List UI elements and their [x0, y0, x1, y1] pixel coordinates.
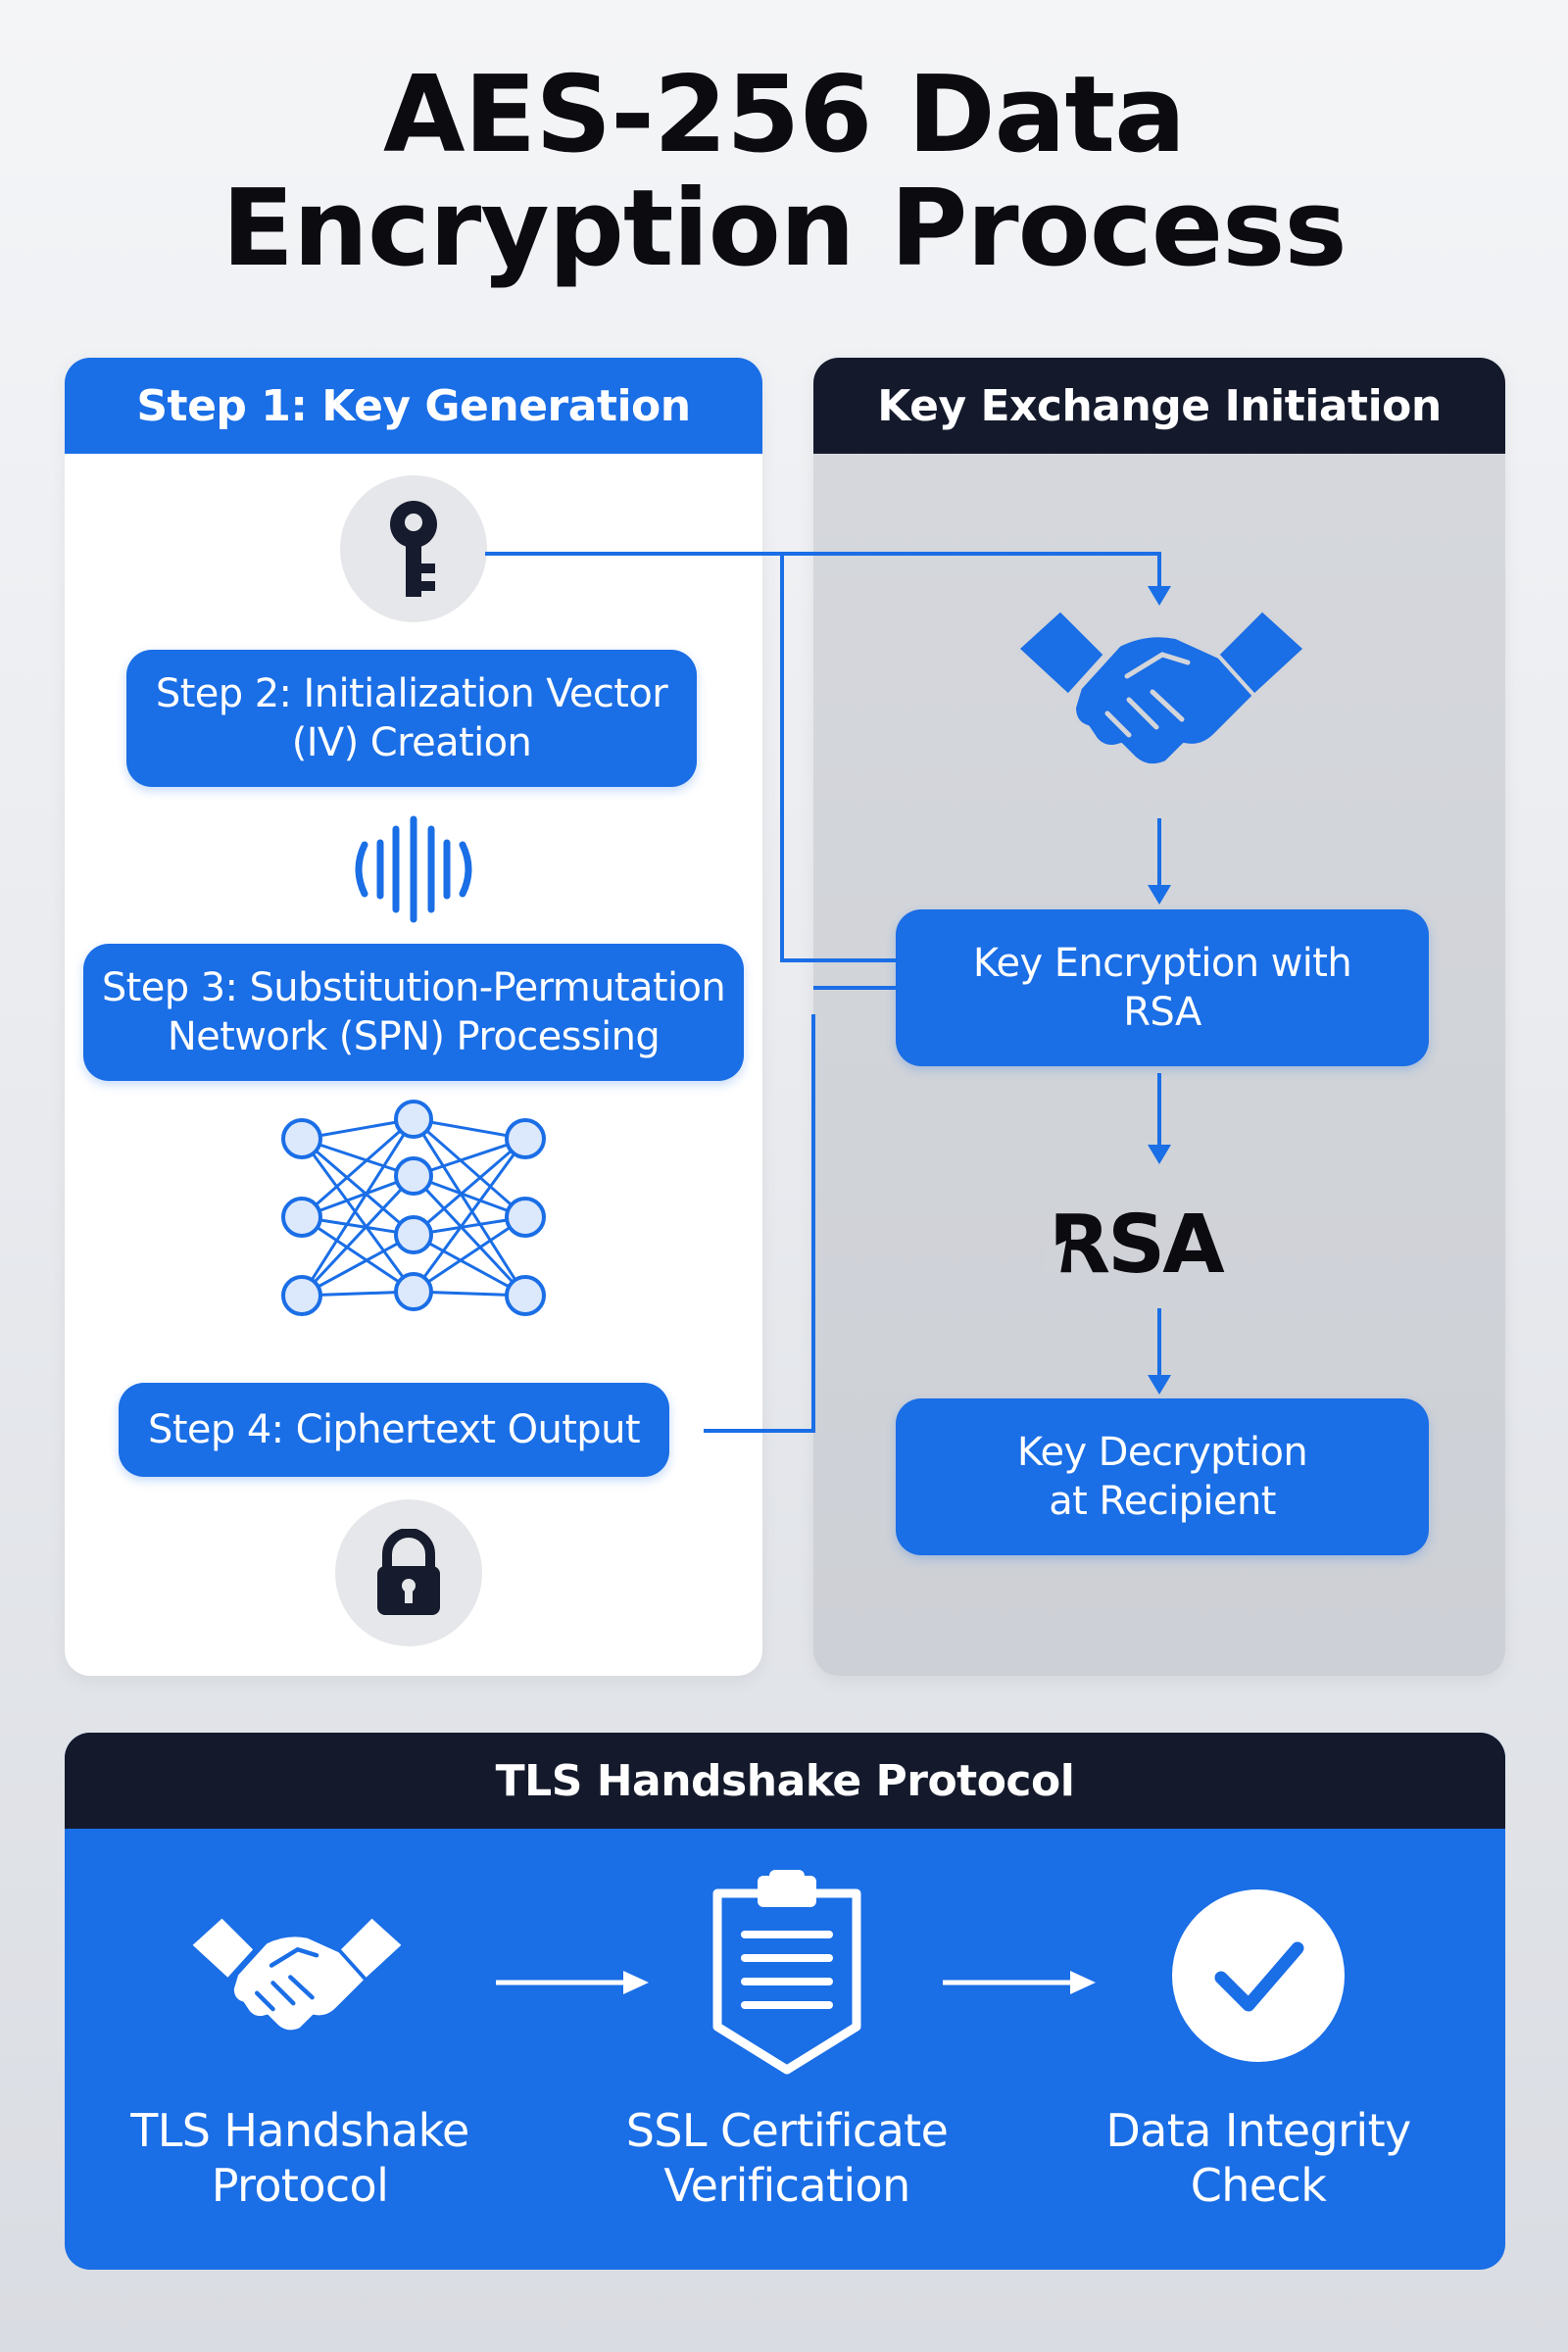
flow-connectors: [485, 552, 1171, 1433]
tls-item-1-line-1: TLS Handshake: [130, 2104, 469, 2157]
key-exchange-header: Key Exchange Initiation: [813, 358, 1505, 454]
step-3-line-1: Step 3: Substitution-Permutation: [101, 965, 726, 1010]
step-2-line-1: Step 2: Initialization Vector: [155, 671, 668, 716]
tls-item-3-line-2: Check: [1190, 2159, 1327, 2212]
key-generation-header: Step 1: Key Generation: [65, 358, 762, 454]
connector-key-to-handshake: [485, 552, 1161, 588]
key-exchange-panel: Key Exchange Initiation Key Encryption w…: [813, 358, 1505, 1676]
key-encryption-rsa-box: Key Encryption with RSA: [896, 909, 1429, 1066]
title-line-1: AES-256 Data: [382, 54, 1186, 176]
tls-arrow-1: [496, 1971, 649, 1994]
neural-network-icon: [278, 1100, 549, 1335]
tls-handshake-section: TLS Handshake Protocol: [65, 1733, 1505, 2270]
tls-item-2-line-2: Verification: [663, 2159, 910, 2212]
arrowhead-1: [1148, 586, 1171, 606]
arrowhead-4: [1148, 1375, 1171, 1395]
page-title: AES-256 Data Encryption Process: [0, 59, 1568, 286]
clipboard-certificate-icon: [704, 1870, 870, 2076]
arrowhead-3: [1148, 1145, 1171, 1164]
tls-item-3-line-1: Data Integrity: [1105, 2104, 1411, 2157]
tls-item-1-line-2: Protocol: [211, 2159, 389, 2212]
key-encryption-line-1: Key Encryption with: [972, 941, 1352, 986]
handshake-icon: [1009, 598, 1313, 774]
key-decryption-line-1: Key Decryption: [1016, 1430, 1308, 1475]
key-icon: [340, 475, 487, 622]
tls-item-label-3: Data Integrity Check: [1053, 2103, 1464, 2213]
tls-item-label-1: TLS Handshake Protocol: [94, 2103, 506, 2213]
key-encryption-line-2: RSA: [1123, 990, 1201, 1035]
arrowhead-2: [1148, 885, 1171, 905]
tls-arrow-2: [943, 1971, 1096, 1994]
padlock-icon: [335, 1499, 482, 1646]
connector-step4-to-bus: [704, 1014, 815, 1433]
connector-bus-top: [780, 554, 897, 962]
tls-item-label-2: SSL Certificate Verification: [581, 2103, 993, 2213]
step-2-line-2: (IV) Creation: [291, 720, 532, 765]
key-generation-panel: Step 1: Key Generation Step 2: Initializ…: [65, 358, 762, 1676]
step-3-spn-processing: Step 3: Substitution-Permutation Network…: [83, 944, 744, 1081]
rsa-logo: RSA: [1039, 1186, 1284, 1294]
step-3-line-2: Network (SPN) Processing: [167, 1014, 661, 1059]
tls-handshake-icon: [184, 1904, 410, 2041]
title-line-2: Encryption Process: [221, 168, 1347, 290]
tls-item-2-line-1: SSL Certificate: [625, 2104, 949, 2157]
rsa-logo-text: RSA: [1049, 1199, 1225, 1292]
waveform-icon: [345, 815, 482, 923]
key-decryption-box: Key Decryption at Recipient: [896, 1398, 1429, 1555]
checkmark-icon: [1170, 1887, 1347, 2064]
key-decryption-line-2: at Recipient: [1049, 1479, 1276, 1524]
tls-section-header: TLS Handshake Protocol: [65, 1733, 1505, 1829]
step-4-ciphertext-output: Step 4: Ciphertext Output: [119, 1383, 669, 1477]
step-2-iv-creation: Step 2: Initialization Vector (IV) Creat…: [126, 650, 697, 787]
step-4-label: Step 4: Ciphertext Output: [148, 1407, 640, 1452]
